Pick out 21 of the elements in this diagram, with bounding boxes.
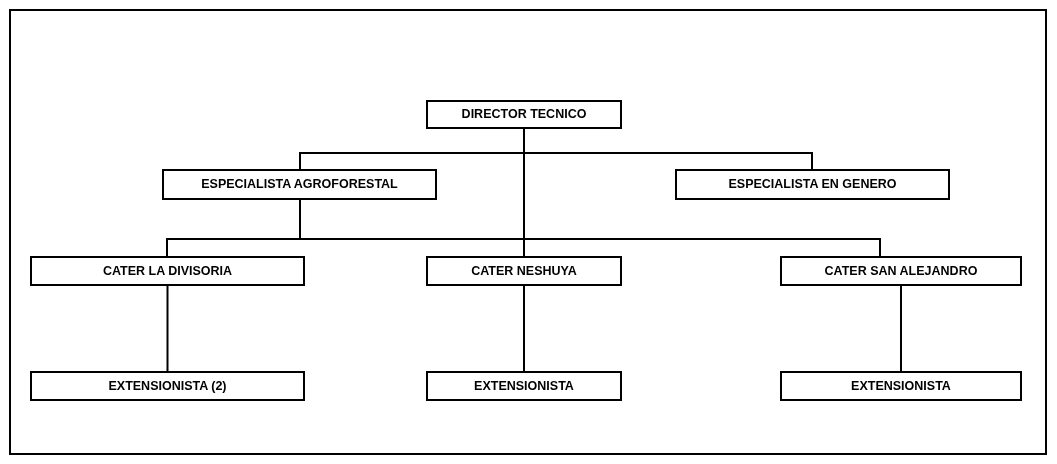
org-box xyxy=(162,169,437,200)
org-box xyxy=(30,256,305,286)
connector-line xyxy=(166,285,169,372)
role-title: ESPECIALISTA EN GENERO xyxy=(728,176,897,194)
role-title: CATER SAN ALEJANDRO xyxy=(824,262,978,280)
org-box xyxy=(426,371,622,401)
org-box xyxy=(426,100,622,129)
org-box xyxy=(30,371,305,401)
org-box xyxy=(780,256,1022,286)
role-title: ESPECIALISTA AGROFORESTAL xyxy=(201,176,398,194)
connector-line xyxy=(523,285,525,372)
role-title: CATER LA DIVISORIA xyxy=(102,262,233,280)
org-box xyxy=(780,371,1022,401)
org-box xyxy=(675,169,950,200)
org-box xyxy=(426,256,622,286)
role-title: CATER NESHUYA xyxy=(471,262,577,280)
role-title: DIRECTOR TECNICO xyxy=(461,106,587,124)
role-title: EXTENSIONISTA xyxy=(851,377,951,395)
role-title: EXTENSIONISTA xyxy=(474,377,574,395)
connector-line xyxy=(900,285,902,372)
role-title: EXTENSIONISTA (2) xyxy=(108,377,227,395)
